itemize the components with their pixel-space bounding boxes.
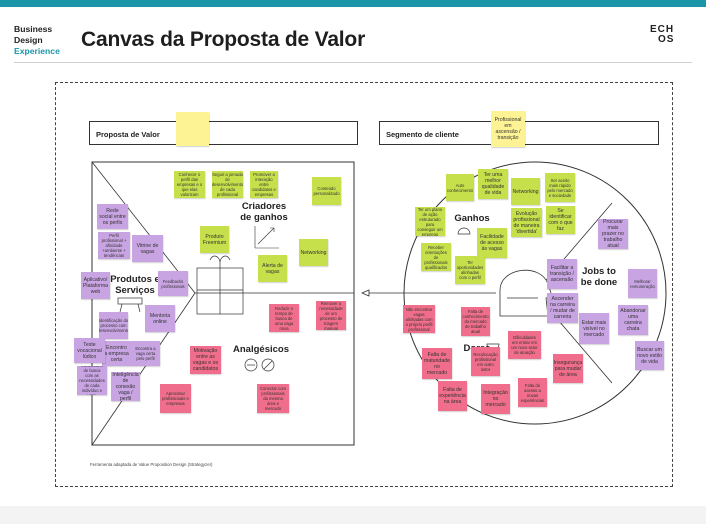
note-jobs-5: Estar mais visível no mercado — [579, 313, 609, 344]
note-criadores-4: Produto Freemium — [200, 226, 229, 253]
note-criadores-1: Seguir a jornada de desenvolvimento de c… — [212, 171, 243, 198]
note-ganhos-8: Receber orientações de profissionais qua… — [421, 243, 451, 271]
value-proposition-label-box: Proposta de Valor — [89, 121, 358, 145]
note-produtos-3: Aplicativo/ Plataforma web — [81, 272, 110, 299]
note-criadores-2: Promover a interação entre candidatos e … — [250, 171, 278, 198]
note-ganhos-0: Auto conhecimento — [446, 174, 474, 201]
note-analgesicos-3: Aproximar profissionais e empresas — [160, 384, 191, 413]
note-produtos-6: Mentoria online — [145, 305, 175, 332]
heading-analgesicos: Analgésicos — [233, 344, 289, 355]
note-dores-6: Falta de experiência na área — [438, 381, 467, 411]
heading-jobs: Jobs to be done — [580, 266, 618, 288]
note-criadores-0: Conhecer o perfil das empresas e o que e… — [174, 171, 205, 198]
note-jobs-3: Ascender na carreira / mudar de carreira — [547, 293, 578, 323]
brand-line-2: Design — [14, 35, 43, 45]
brand-line-1: Business — [14, 24, 53, 34]
note-analgesicos-0: Reduzir o tempo de busca de uma vaga nov… — [269, 304, 299, 332]
note-produtos-9: Teste vocacional lúdico — [74, 338, 105, 363]
connector-arrow — [360, 289, 370, 297]
note-produtos-1: Perfil profissional + afinidade +ambient… — [98, 232, 130, 259]
brand-logo: Business Design Experience — [14, 24, 60, 57]
heading-ganhos: Ganhos — [454, 213, 490, 224]
note-ganhos-4: Ter um plano de ação estruturado para co… — [415, 207, 445, 236]
note-produtos-5: Identificação do processo com desenvolvi… — [99, 312, 128, 339]
note-produtos-8: Encontra a vaga certa pelo perfil — [131, 341, 160, 366]
note-produtos-10: Mecanismo de busca com as necessidades d… — [77, 366, 107, 395]
note-analgesicos-4: Conectar com profissionais da mesma área… — [257, 384, 289, 413]
note-produtos-0: Rede social entre os perfis — [97, 204, 128, 229]
value-proposition-label: Proposta de Valor — [96, 130, 160, 139]
note-analgesicos-1: Remover a necessidade de um processo de … — [316, 301, 346, 330]
heading-produtos: Produtos e Serviços — [110, 274, 160, 296]
note-ganhos-1: Ter uma melhor qualidade de vida — [478, 169, 508, 199]
note-produtos-11: Inteligência de conexão vaga / perfil — [111, 372, 140, 401]
note-ganhos-7: Facilidade de acesso às vagas — [477, 228, 507, 258]
note-dores-3: Falta de maturidade no mercado — [422, 348, 452, 379]
bottom-strip — [0, 506, 706, 524]
page-title: Canvas da Proposta de Valor — [81, 28, 366, 51]
canvas-frame — [55, 82, 673, 487]
note-dores-2: Dificuldades em entrar em um novo setor … — [508, 331, 541, 359]
note-ganhos-2: Networking — [511, 178, 540, 205]
note-produtos-2: Vitrine de vagas — [132, 235, 163, 262]
note-dores-1: Falta de conhecimento do mercado de trab… — [461, 307, 490, 336]
note-jobs-0: Procurar mais prazer no trabalho atual — [598, 219, 628, 249]
note-criadores-3: Conteúdo personalizado — [312, 177, 341, 205]
note-dores-0: Não encontrar vagas alinhadas com o próp… — [403, 305, 435, 333]
note-ganhos-5: Evolução profissional de maneira 'divert… — [511, 208, 542, 237]
note-jobs-4: Abandonar uma carreira chata — [618, 305, 648, 335]
head-icon — [499, 269, 553, 317]
note-jobs-1: Facilitar a transição / ascensão — [547, 259, 577, 289]
growth-chart-icon — [254, 226, 279, 249]
note-ganhos-9: Ter oportunidades alinhadas com o perfil — [455, 256, 485, 284]
note-produtos-7: Encontro a empresa certa — [102, 341, 131, 366]
note-dores-4: Recolocação profissional em outro setor — [471, 347, 500, 376]
note-ganhos-6: Se identificar com o que faz — [546, 206, 575, 234]
header-divider — [14, 62, 692, 63]
note-jobs-6: Buscar um novo estilo de vida — [635, 341, 664, 370]
footnote: Ferramenta adaptada de Value Proposition… — [90, 462, 213, 467]
heading-criadores: Criadores de ganhos — [240, 201, 288, 223]
logo-bottom: OS — [658, 34, 675, 45]
square-divider-bottom — [91, 292, 196, 446]
brand-line-3: Experience — [14, 46, 60, 56]
gift-icon — [196, 255, 244, 315]
note-dores-5: Insegurança para mudar de área — [553, 354, 583, 383]
segment-label: Segmento de cliente — [386, 130, 459, 139]
pill-icon — [244, 358, 275, 372]
note-dores-7: Integração no mercado — [481, 384, 510, 414]
product-bench-icon — [117, 297, 143, 313]
value-square — [91, 161, 355, 446]
note-analgesicos-2: Motivação entre as vagas e os candidatos — [190, 346, 221, 374]
note-jobs-2: Melhorar remuneração — [628, 269, 657, 298]
note-criadores-5: Alerta de vagas — [258, 255, 287, 282]
note-dores-8: Falta de acesso a novas experiências — [518, 378, 547, 407]
note-produtos-4: Feedbacks profissionais — [158, 271, 188, 296]
echos-logo: ECH OS — [650, 25, 674, 45]
note-criadores-6: Networking — [299, 239, 328, 266]
gains-icon — [457, 227, 471, 235]
top-accent-bar — [0, 0, 706, 7]
logo-top: ECH — [650, 24, 675, 35]
note-ganhos-3: Ser aceito mais rápido pelo mercado e so… — [545, 173, 575, 202]
value-proposition-note — [176, 112, 209, 146]
segment-note: Profissional em ascensão / transição — [491, 111, 525, 147]
